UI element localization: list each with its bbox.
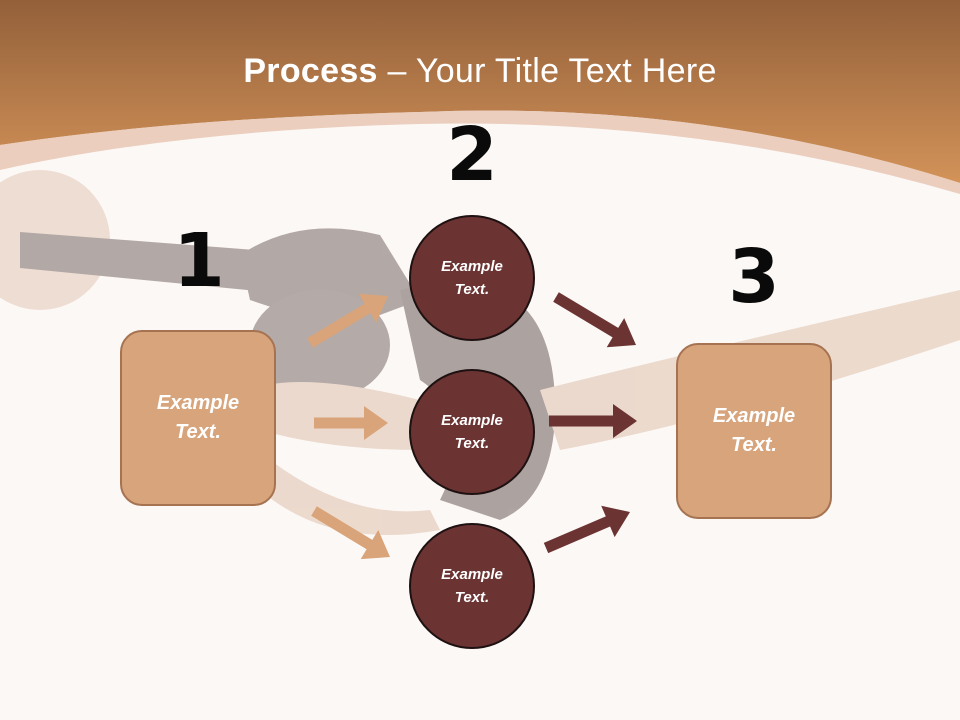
step-number-1: 1: [173, 218, 225, 304]
title-bold: Process: [243, 52, 378, 90]
arrow-left-to-top: [307, 293, 388, 348]
arrow-top-to-right: [553, 292, 636, 348]
arrow-left-to-bottom: [311, 506, 390, 560]
arrow-bottom-to-right: [543, 505, 630, 554]
right-box: Example Text.: [676, 343, 832, 519]
circle-middle: Example Text.: [409, 369, 535, 495]
title-rest: – Your Title Text Here: [377, 52, 717, 90]
left-box: Example Text.: [120, 330, 276, 506]
arrow-left-to-middle: [314, 406, 388, 440]
step-number-3: 3: [728, 234, 780, 320]
circle-bottom: Example Text.: [409, 523, 535, 649]
slide-title: Process – Your Title Text Here: [0, 52, 960, 91]
step-number-2: 2: [446, 112, 498, 198]
arrow-middle-to-right: [549, 404, 637, 438]
circle-top: Example Text.: [409, 215, 535, 341]
